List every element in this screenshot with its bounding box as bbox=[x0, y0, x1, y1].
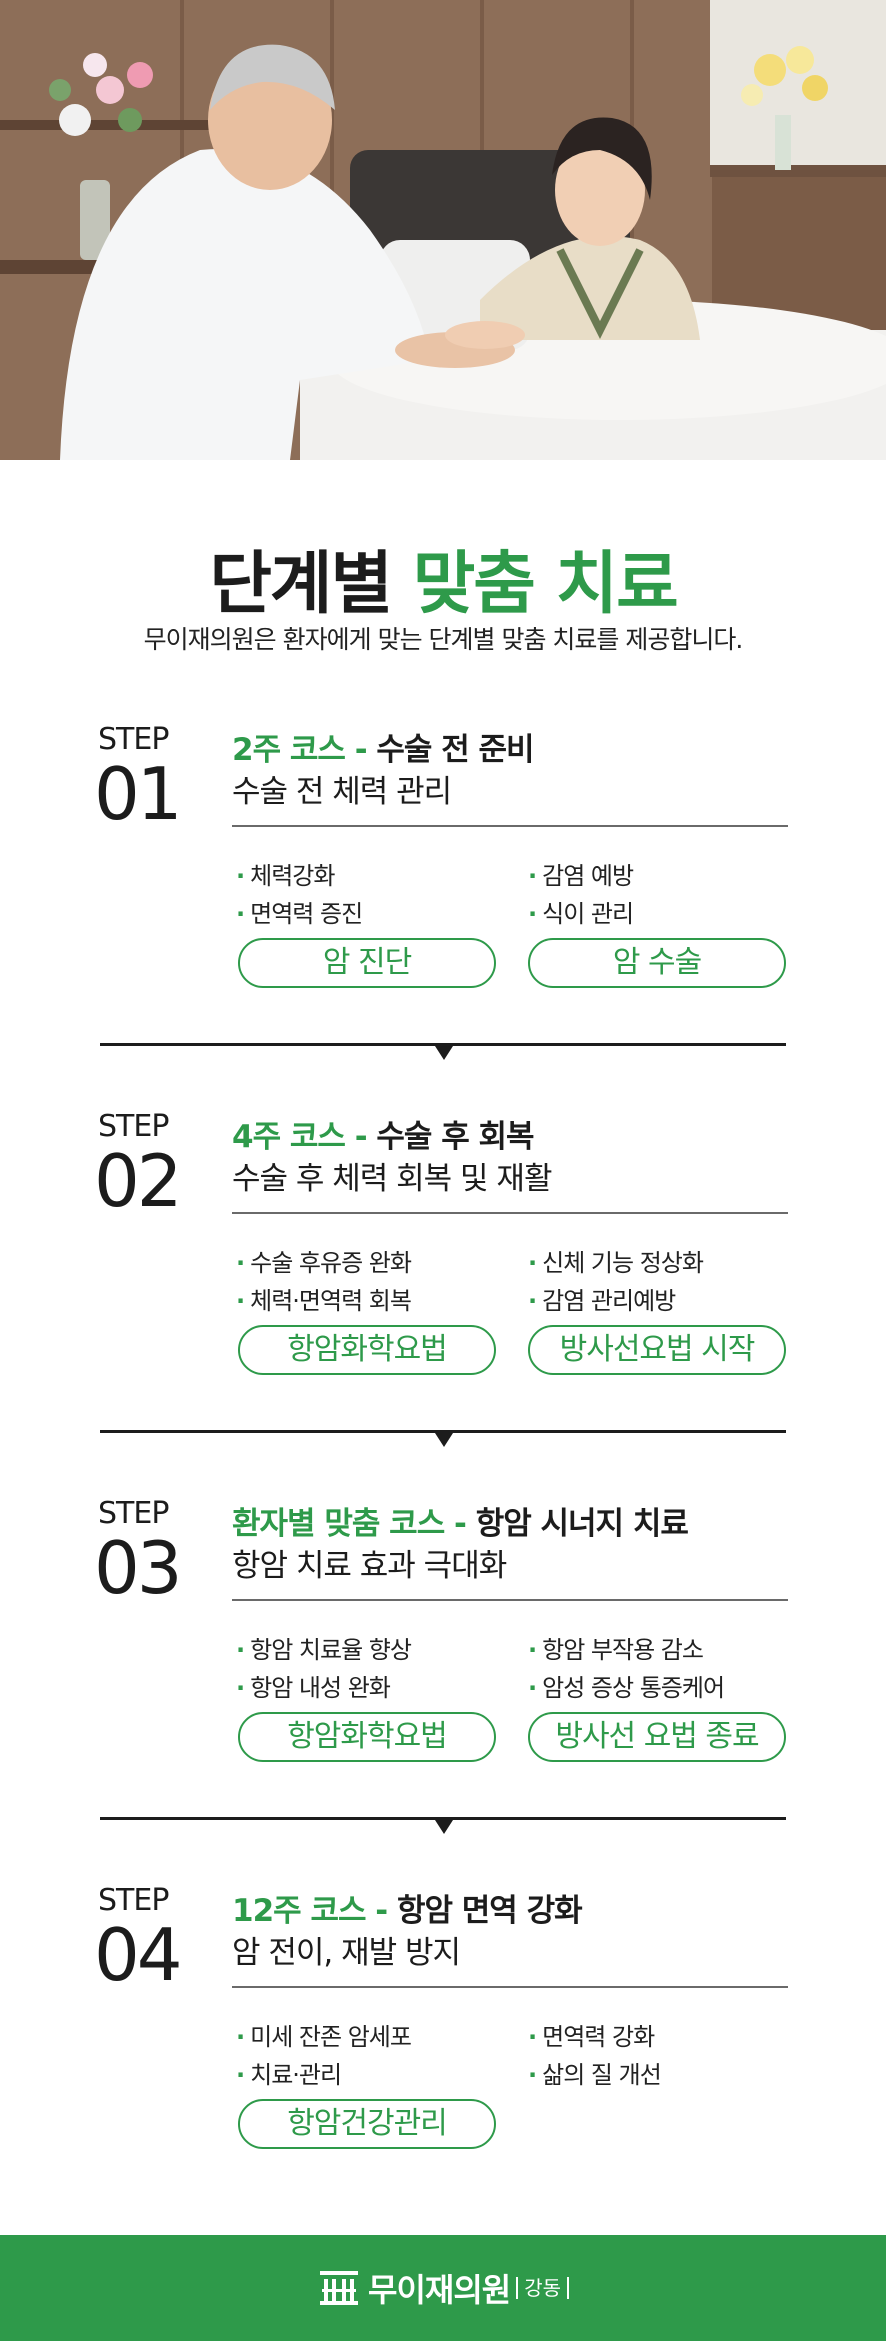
step-02: STEP 02 4주 코스 - 수술 후 회복 수술 후 체력 회복 및 재활 … bbox=[0, 1109, 886, 1439]
step-heading: 12주 코스 - 항암 면역 강화 bbox=[232, 1885, 583, 1930]
benefit-item: 신체 기능 정상화 bbox=[528, 1243, 704, 1278]
step-heading: 2주 코스 - 수술 전 준비 bbox=[232, 724, 535, 769]
benefit-item: 감염 관리예방 bbox=[528, 1281, 676, 1316]
step-number: 03 bbox=[94, 1526, 183, 1610]
clinic-branch: 강동 bbox=[516, 2277, 570, 2299]
benefit-item: 감염 예방 bbox=[528, 856, 634, 891]
step-01: STEP 01 2주 코스 - 수술 전 준비 수술 전 체력 관리 체력강화 … bbox=[0, 722, 886, 1052]
step-course: 4주 코스 bbox=[232, 1119, 346, 1155]
treatment-pill: 항암화학요법 bbox=[238, 1712, 496, 1762]
step-rule bbox=[232, 1986, 788, 1988]
hero-photo bbox=[0, 0, 886, 460]
step-separator: - bbox=[365, 1893, 397, 1929]
benefit-item: 암성 증상 통증케어 bbox=[528, 1668, 725, 1703]
page-title-part1: 단계별 bbox=[209, 545, 393, 624]
clinic-name: 무이재의원 bbox=[368, 2271, 511, 2309]
step-course: 2주 코스 bbox=[232, 732, 346, 768]
step-heading: 4주 코스 - 수술 후 회복 bbox=[232, 1111, 535, 1156]
step-phase: 수술 후 회복 bbox=[376, 1119, 534, 1155]
step-subtitle: 암 전이, 재발 방지 bbox=[232, 1935, 461, 1971]
benefit-item: 체력강화 bbox=[236, 856, 335, 891]
step-separator: - bbox=[344, 1119, 377, 1155]
step-label: STEP bbox=[98, 722, 169, 757]
page-title-highlight: 맞춤 치료 bbox=[412, 545, 679, 624]
treatment-pill: 방사선 요법 종료 bbox=[528, 1712, 786, 1762]
step-number: 01 bbox=[94, 752, 183, 836]
step-course: 12주 코스 bbox=[232, 1893, 366, 1929]
benefit-item: 항암 치료율 향상 bbox=[236, 1630, 412, 1665]
step-rule bbox=[232, 825, 788, 827]
step-subtitle: 수술 후 체력 회복 및 재활 bbox=[232, 1161, 552, 1197]
treatment-pill: 암 진단 bbox=[238, 938, 496, 988]
step-label: STEP bbox=[98, 1883, 169, 1918]
benefit-item: 항암 부작용 감소 bbox=[528, 1630, 704, 1665]
step-phase: 항암 면역 강화 bbox=[396, 1893, 583, 1929]
step-heading: 환자별 맞춤 코스 - 항암 시너지 치료 bbox=[232, 1498, 689, 1543]
benefit-item: 항암 내성 완화 bbox=[236, 1668, 391, 1703]
benefit-item: 면역력 강화 bbox=[528, 2017, 655, 2052]
benefit-item: 미세 잔존 암세포 bbox=[236, 2017, 412, 2052]
footer-bar: 무이재의원 강동 bbox=[0, 2235, 886, 2341]
treatment-pill: 방사선요법 시작 bbox=[528, 1325, 786, 1375]
page-subtitle: 무이재의원은 환자에게 맞는 단계별 맞춤 치료를 제공합니다. bbox=[143, 625, 744, 654]
page-title: 단계별 맞춤 치료 bbox=[0, 528, 886, 627]
down-arrow-icon bbox=[435, 1046, 453, 1060]
step-rule bbox=[232, 1212, 788, 1214]
step-label: STEP bbox=[98, 1109, 169, 1144]
step-rule bbox=[232, 1599, 788, 1601]
step-label: STEP bbox=[98, 1496, 169, 1531]
step-03: STEP 03 환자별 맞춤 코스 - 항암 시너지 치료 항암 치료 효과 극… bbox=[0, 1496, 886, 1826]
benefit-item: 삶의 질 개선 bbox=[528, 2055, 662, 2090]
step-course: 환자별 맞춤 코스 bbox=[232, 1506, 445, 1542]
step-subtitle: 수술 전 체력 관리 bbox=[232, 774, 452, 810]
hero-illustration bbox=[0, 0, 886, 460]
down-arrow-icon bbox=[435, 1433, 453, 1447]
clinic-logo[interactable]: 무이재의원 강동 bbox=[318, 2267, 570, 2309]
treatment-pill: 항암건강관리 bbox=[238, 2099, 496, 2149]
step-separator: - bbox=[444, 1506, 476, 1542]
step-divider bbox=[100, 1043, 786, 1046]
step-phase: 수술 전 준비 bbox=[376, 732, 534, 768]
step-phase: 항암 시너지 치료 bbox=[475, 1506, 689, 1542]
clinic-logo-icon bbox=[320, 2271, 358, 2305]
step-divider bbox=[100, 1817, 786, 1820]
step-divider bbox=[100, 1430, 786, 1433]
step-separator: - bbox=[344, 732, 377, 768]
treatment-pill: 암 수술 bbox=[528, 938, 786, 988]
step-04: STEP 04 12주 코스 - 항암 면역 강화 암 전이, 재발 방지 미세… bbox=[0, 1883, 886, 2213]
step-number: 02 bbox=[94, 1139, 183, 1223]
benefit-item: 치료·관리 bbox=[236, 2055, 342, 2090]
benefit-item: 체력·면역력 회복 bbox=[236, 1281, 412, 1316]
benefit-item: 면역력 증진 bbox=[236, 894, 363, 929]
down-arrow-icon bbox=[435, 1820, 453, 1834]
benefit-item: 수술 후유증 완화 bbox=[236, 1243, 412, 1278]
step-subtitle: 항암 치료 효과 극대화 bbox=[232, 1548, 507, 1584]
step-number: 04 bbox=[94, 1913, 183, 1997]
benefit-item: 식이 관리 bbox=[528, 894, 634, 929]
treatment-pill: 항암화학요법 bbox=[238, 1325, 496, 1375]
